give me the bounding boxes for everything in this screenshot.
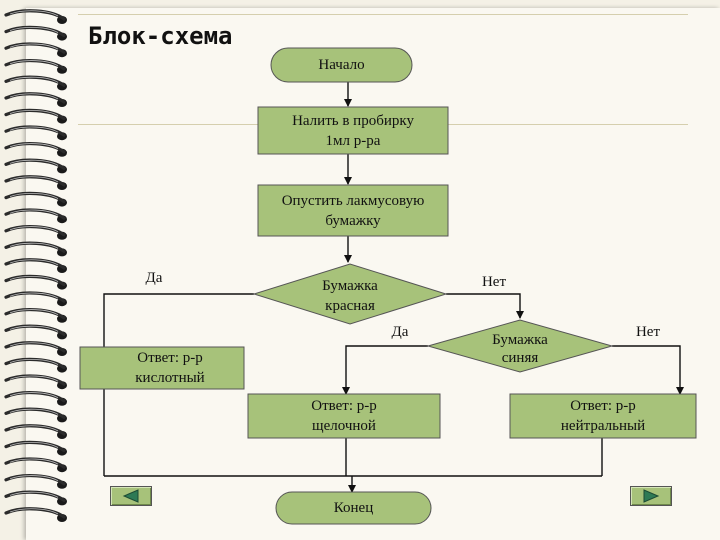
spiral-ring [4, 291, 67, 307]
spiral-ring [4, 407, 67, 423]
connector-decision1-yes [103, 293, 254, 476]
notebook-spiral [4, 9, 67, 522]
spiral-ring [4, 474, 67, 489]
decision2-label-line2: синяя [501, 350, 539, 366]
decision1-label-line1: Бумажка [322, 278, 378, 294]
decision2-label-line1: Бумажка [492, 332, 548, 348]
spiral-ring [4, 225, 67, 240]
result-neutral-line1: Ответ: р-р [570, 398, 636, 414]
step2-label-line1: Опустить лакмусовую [281, 193, 425, 209]
spiral-ring [4, 424, 67, 439]
spiral-ring [4, 92, 67, 107]
spiral-ring [4, 440, 67, 456]
forward-triangle-icon [643, 489, 660, 503]
connector-decision2-no [612, 345, 684, 395]
spiral-ring [4, 25, 67, 41]
spiral-ring [4, 258, 67, 273]
back-triangle-icon [122, 489, 139, 503]
result-acid-line1: Ответ: р-р [137, 350, 203, 366]
decision2-no-label: Нет [635, 324, 661, 340]
result-alkaline-line2: щелочной [312, 418, 376, 434]
spiral-ring [4, 507, 67, 522]
spiral-ring [4, 457, 67, 473]
spiral-ring [4, 175, 67, 190]
spiral-ring [4, 108, 67, 124]
decision2-yes-label: Да [391, 324, 409, 340]
result-alkaline-line1: Ответ: р-р [311, 398, 377, 414]
result-acid-line2: кислотный [135, 370, 205, 386]
spiral-ring [4, 490, 67, 506]
spiral-ring [4, 241, 67, 257]
end-terminator [275, 491, 432, 525]
decision1-no-label: Нет [481, 274, 507, 290]
result-neutral-line2: нейтральный [560, 418, 646, 434]
end-label: Конец [333, 500, 374, 516]
connector-decision2-yes [342, 345, 428, 395]
spiral-ring [4, 9, 67, 24]
connector-decision1-no [446, 293, 524, 319]
spiral-ring [4, 357, 67, 373]
step2-label-line2: бумажку [325, 213, 381, 229]
page-rule-top [78, 14, 688, 15]
decision1-label-line2: красная [325, 298, 375, 314]
spiral-ring [4, 374, 67, 390]
spiral-ring [4, 158, 67, 174]
spiral-ring [4, 75, 67, 91]
decision1-yes-label: Да [145, 270, 163, 286]
start-label: Начало [318, 57, 365, 73]
spiral-ring [4, 341, 67, 356]
process-dip-litmus [257, 184, 449, 237]
spiral-ring [4, 308, 67, 323]
spiral-ring [4, 125, 67, 141]
decision-paper-red [252, 263, 448, 325]
spiral-ring [4, 191, 67, 207]
decision-paper-blue [426, 319, 614, 373]
step1-label-line1: Налить в пробирку [292, 113, 414, 129]
next-slide-button[interactable] [630, 486, 672, 506]
result-acid-box [79, 346, 245, 390]
spiral-ring [4, 391, 67, 406]
page-title: Блок-схема [88, 22, 233, 50]
spiral-ring [4, 42, 67, 58]
spiral-ring [4, 324, 67, 340]
step1-label-line2: 1мл р-ра [325, 133, 381, 149]
spiral-ring [4, 142, 67, 157]
spiral-ring [4, 274, 67, 290]
process-pour-solution [257, 106, 449, 155]
spiral-ring [4, 208, 67, 224]
start-terminator [270, 47, 413, 83]
result-neutral-box [509, 393, 697, 439]
result-alkaline-box [247, 393, 441, 439]
previous-slide-button[interactable] [110, 486, 152, 506]
spiral-ring [4, 59, 67, 74]
